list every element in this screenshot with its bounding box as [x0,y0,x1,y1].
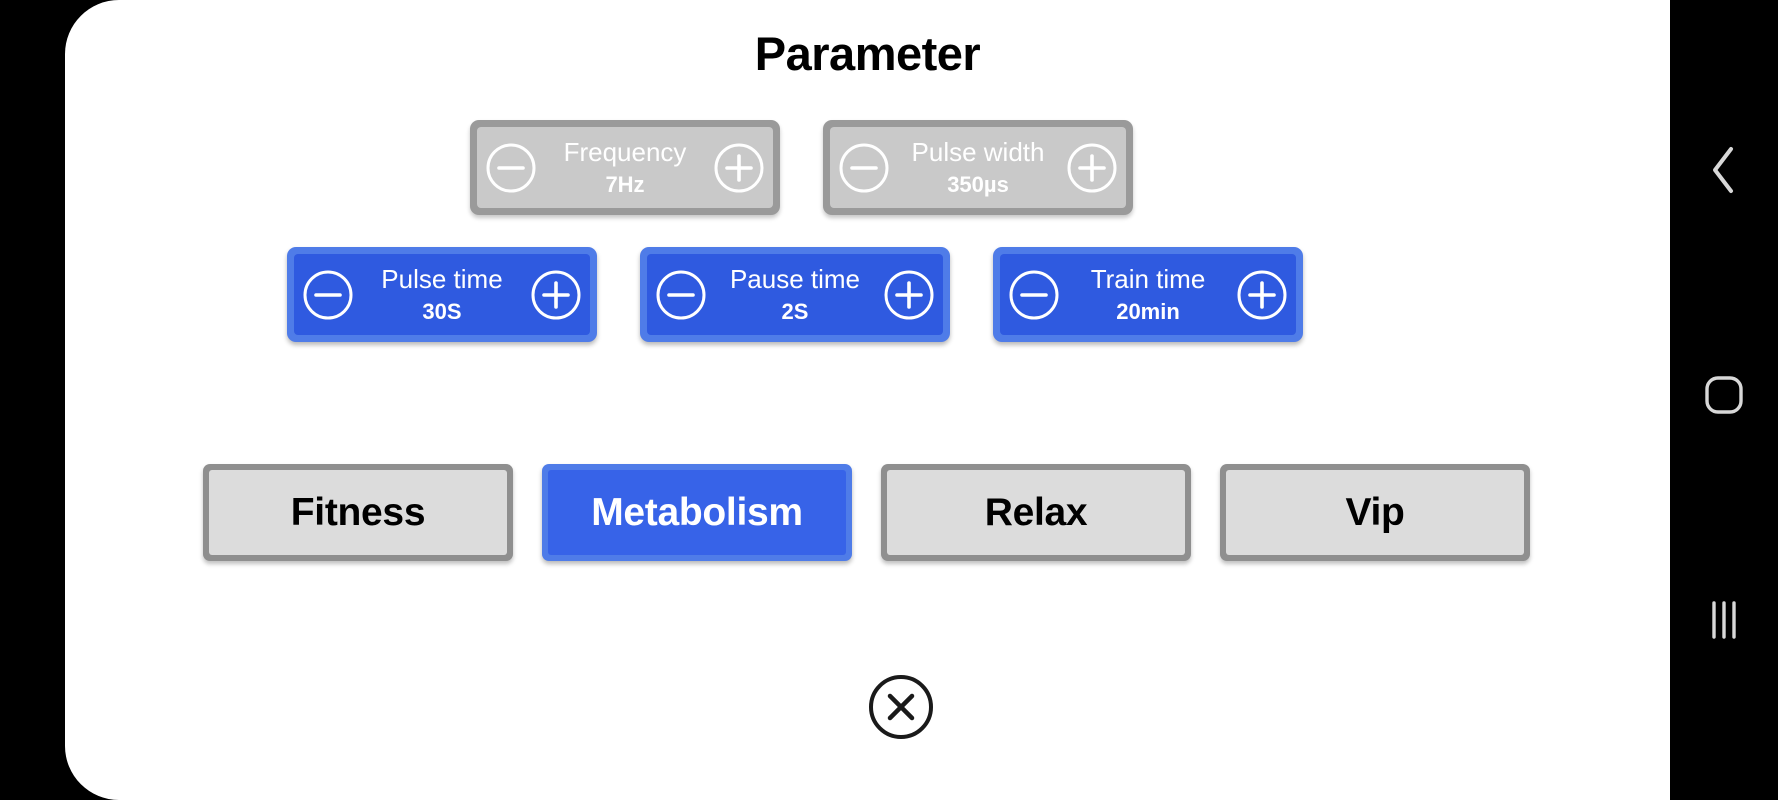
stepper-train-time[interactable]: Train time 20min [993,247,1303,342]
stepper-labels: Pause time 2S [707,264,883,324]
stepper-frequency[interactable]: Frequency 7Hz [470,120,780,215]
stepper-value: 30S [422,298,462,324]
plus-circle-icon[interactable] [1066,142,1118,194]
stepper-pulse-time[interactable]: Pulse time 30S [287,247,597,342]
mode-button-label: Vip [1345,490,1405,534]
stepper-name: Pulse width [911,137,1045,168]
plus-circle-icon[interactable] [713,142,765,194]
home-square-icon[interactable] [1670,365,1778,425]
stepper-value: 7Hz [605,171,645,197]
page-title: Parameter [754,27,981,80]
minus-circle-icon[interactable] [655,269,707,321]
stepper-pulse-width[interactable]: Pulse width 350µs [823,120,1133,215]
recents-bars-icon[interactable] [1670,590,1778,650]
stepper-row-top: Frequency 7Hz [470,120,1133,215]
mode-button-relax[interactable]: Relax [881,464,1191,561]
mode-button-label: Relax [984,490,1088,534]
minus-circle-icon[interactable] [838,142,890,194]
stepper-name: Pulse time [381,264,503,295]
mode-button-metabolism[interactable]: Metabolism [542,464,852,561]
back-chevron-icon[interactable] [1670,140,1778,200]
plus-circle-icon[interactable] [530,269,582,321]
stepper-value: 20min [1116,298,1180,324]
stepper-value: 2S [781,298,809,324]
stepper-labels: Frequency 7Hz [537,137,713,197]
mode-button-fitness[interactable]: Fitness [203,464,513,561]
parameter-dialog-card: Parameter Frequency 7Hz [65,0,1670,800]
close-circle-icon[interactable] [867,673,935,741]
stepper-labels: Pulse width 350µs [890,137,1066,197]
plus-circle-icon[interactable] [883,269,935,321]
minus-circle-icon[interactable] [302,269,354,321]
stepper-name: Pause time [729,264,861,295]
stepper-value: 350µs [947,171,1009,197]
mode-button-row: Fitness Metabolism Relax Vip [203,464,1530,561]
android-nav-bar [1670,0,1778,800]
mode-button-label: Fitness [290,490,426,534]
stepper-labels: Train time 20min [1060,264,1236,324]
stepper-row-bottom: Pulse time 30S [287,247,1303,342]
plus-circle-icon[interactable] [1236,269,1288,321]
stepper-labels: Pulse time 30S [354,264,530,324]
minus-circle-icon[interactable] [1008,269,1060,321]
mode-button-vip[interactable]: Vip [1220,464,1530,561]
stepper-name: Frequency [563,137,687,168]
stepper-name: Train time [1090,264,1206,295]
stepper-pause-time[interactable]: Pause time 2S [640,247,950,342]
minus-circle-icon[interactable] [485,142,537,194]
mode-button-label: Metabolism [591,490,803,534]
